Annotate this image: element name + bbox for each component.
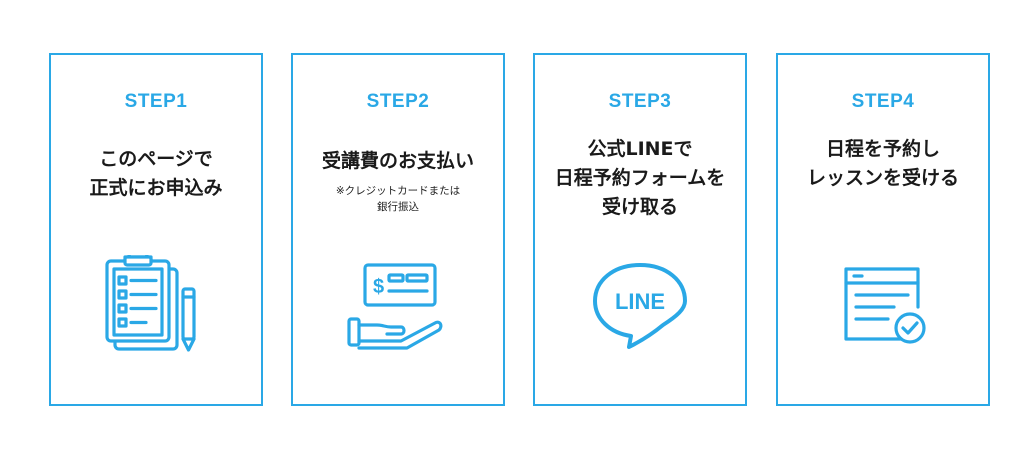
step-card-1: STEP1 このページで 正式にお申込み	[49, 53, 263, 406]
step-title-line: このページで	[99, 148, 213, 170]
step-title-line: 公式LINEで	[587, 138, 693, 160]
step-title: 受講費のお支払い	[293, 147, 503, 176]
step-label: STEP3	[608, 91, 672, 112]
step-note-line: 銀行振込	[377, 201, 419, 213]
step-title-line: 受け取る	[601, 196, 678, 218]
step-card-2: STEP2 受講費のお支払い ※クレジットカードまたは 銀行振込 $	[291, 53, 505, 406]
step-label: STEP1	[124, 91, 188, 112]
step-title-line: 受講費のお支払い	[321, 150, 474, 172]
step-title: 日程を予約し レッスンを受ける	[778, 135, 988, 193]
step-card-3: STEP3 公式LINEで 日程予約フォームを 受け取る LINE	[533, 53, 747, 406]
line-logo-icon: LINE	[535, 255, 745, 355]
step-title-line: 日程を予約し	[825, 138, 940, 160]
clipboard-checklist-icon	[51, 255, 261, 355]
step-card-4: STEP4 日程を予約し レッスンを受ける	[776, 53, 990, 406]
line-logo-text: LINE	[615, 289, 665, 314]
step-title: 公式LINEで 日程予約フォームを 受け取る	[535, 135, 745, 222]
step-note-line: ※クレジットカードまたは	[335, 185, 461, 197]
step-label: STEP4	[851, 91, 915, 112]
step-note: ※クレジットカードまたは 銀行振込	[293, 183, 503, 215]
svg-text:$: $	[373, 276, 384, 298]
calendar-check-icon	[778, 255, 988, 355]
step-title-line: 正式にお申込み	[89, 177, 223, 199]
step-label: STEP2	[366, 91, 430, 112]
step-title-line: 日程予約フォームを	[554, 167, 726, 189]
step-title-line: レッスンを受ける	[806, 167, 959, 189]
step-title: このページで 正式にお申込み	[51, 145, 261, 203]
payment-hand-icon: $	[293, 255, 503, 355]
